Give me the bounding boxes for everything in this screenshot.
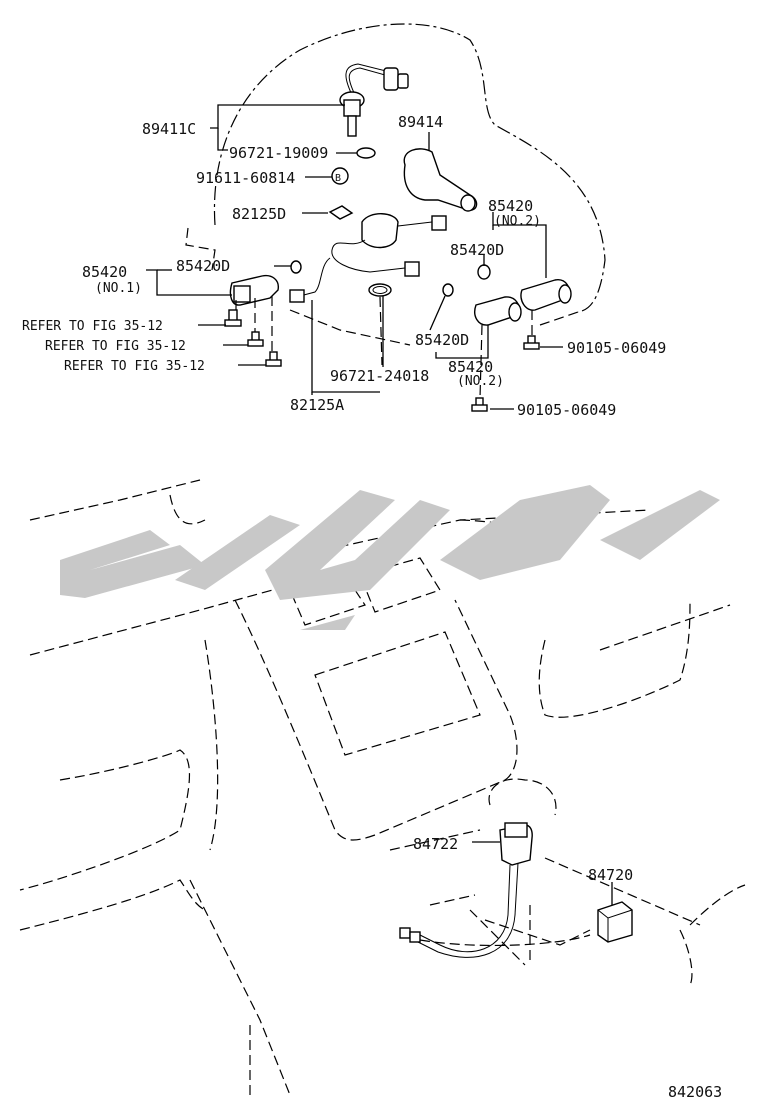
- svg-text:B: B: [335, 173, 341, 184]
- motor-85420-no1: [229, 274, 279, 306]
- align-5: [479, 324, 483, 399]
- ring-85420d-right: [477, 264, 491, 280]
- motor-85420-no2-mid: [474, 296, 522, 326]
- leaders: [146, 104, 563, 410]
- upper-assembly-boundary: [213, 23, 606, 313]
- label-85420-no2-top: 85420: [488, 197, 533, 215]
- label-91611-60814: 91611-60814: [196, 169, 295, 187]
- label-no1: (NO.1): [95, 281, 142, 296]
- part-89414: [403, 148, 478, 212]
- bolt-refer-1: [224, 309, 242, 327]
- bolt-90105-a: [523, 335, 540, 350]
- label-85420-no1: 85420: [82, 263, 127, 281]
- label-84720: 84720: [588, 866, 633, 884]
- label-96721-19009: 96721-19009: [229, 144, 328, 162]
- label-refer-1: REFER TO FIG 35-12: [22, 319, 163, 334]
- gasket-82125d: [328, 205, 354, 220]
- label-no2-mid: (NO.2): [457, 374, 504, 389]
- label-no2-top: (NO.2): [494, 214, 541, 229]
- harness-82125a: [289, 213, 447, 303]
- upper-outline-left: [185, 227, 216, 271]
- switch-84720: [597, 901, 633, 943]
- label-84722: 84722: [413, 835, 458, 853]
- watermark-logo: [60, 485, 720, 630]
- label-90105-06049-b: 90105-06049: [517, 401, 616, 419]
- bolt-refer-2: [247, 331, 264, 347]
- upper-outline-right-bottom: [539, 311, 579, 326]
- ring-85420d-left: [290, 260, 302, 274]
- label-90105-06049-a: 90105-06049: [567, 339, 666, 357]
- align-6: [379, 296, 383, 366]
- label-89414: 89414: [398, 113, 443, 131]
- o-ring-96721-19009: [356, 147, 376, 159]
- label-85420d-mid: 85420D: [415, 331, 469, 349]
- ring-85420d-mid: [442, 283, 454, 297]
- diagram-code: 842063: [668, 1083, 722, 1101]
- upper-outline-bottom: [289, 309, 411, 346]
- label-82125a: 82125A: [290, 396, 344, 414]
- label-85420d-right: 85420D: [450, 241, 504, 259]
- bolt-91611-60814: B: [331, 167, 349, 185]
- label-96721-24018: 96721-24018: [330, 367, 429, 385]
- label-refer-2: REFER TO FIG 35-12: [45, 339, 186, 354]
- sensor-89411c: [339, 63, 409, 137]
- o-ring-96721-24018: [368, 283, 392, 297]
- label-82125d: 82125D: [232, 205, 286, 223]
- bolt-90105-b: [471, 397, 488, 412]
- label-85420d-left: 85420D: [176, 257, 230, 275]
- label-refer-3: REFER TO FIG 35-12: [64, 359, 205, 374]
- label-89411c: 89411C: [142, 120, 196, 138]
- switch-84722: [399, 822, 533, 958]
- label-85420-no2-mid: 85420: [448, 358, 493, 376]
- bolt-refer-3: [265, 351, 282, 367]
- motor-85420-no2-top: [520, 279, 572, 311]
